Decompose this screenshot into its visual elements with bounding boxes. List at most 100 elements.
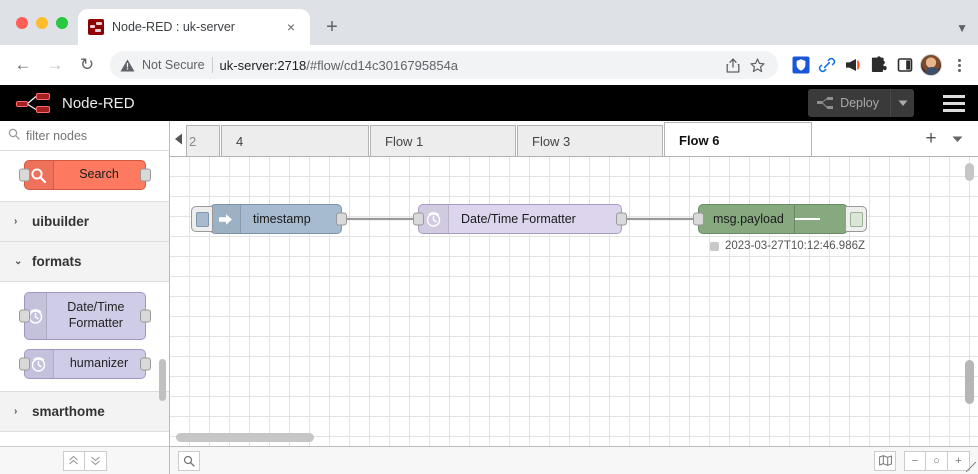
window-resize-grip[interactable] <box>966 462 976 472</box>
flow-tabs: 2 4 Flow 1 Flow 3 Flow 6 <box>186 121 908 156</box>
zoom-reset-button[interactable]: ○ <box>926 450 948 471</box>
browser-tab[interactable]: Node-RED : uk-server × <box>78 9 310 45</box>
collapse-all-icon[interactable] <box>62 450 85 471</box>
node-input-port[interactable] <box>18 168 30 182</box>
link-icon[interactable] <box>816 54 838 76</box>
zoom-in-button[interactable]: + <box>948 450 970 471</box>
node-input-port[interactable] <box>18 309 30 323</box>
security-status-label: Not Secure <box>142 58 205 72</box>
back-button[interactable]: ← <box>14 55 32 74</box>
node-status-text: 2023-03-27T10:12:46.986Z <box>725 240 866 252</box>
node-red-brand: Node-RED <box>16 92 135 114</box>
node-input-port[interactable] <box>413 212 424 226</box>
node-output-port[interactable] <box>336 212 347 226</box>
palette-scroll-area: Search › uibuilder ⌄ formats <box>0 151 169 446</box>
omnibox-divider <box>211 57 213 73</box>
close-icon[interactable]: × <box>286 19 296 35</box>
node-output-port[interactable] <box>616 212 627 226</box>
node-red-logo-icon <box>16 92 52 114</box>
flow-node-debug[interactable]: msg.payload <box>693 204 867 234</box>
window-controls[interactable] <box>12 0 78 45</box>
chevron-right-icon: › <box>14 216 18 227</box>
flow-wires <box>342 217 698 221</box>
url-host: uk-server:2718 <box>219 57 307 73</box>
megaphone-icon[interactable] <box>842 54 864 76</box>
side-panel-icon[interactable] <box>894 54 916 76</box>
flow-node-inject[interactable]: timestamp <box>191 204 347 234</box>
flow-tab-4[interactable]: 4 <box>221 125 369 156</box>
zoom-out-button[interactable]: − <box>904 450 926 471</box>
palette-filter[interactable] <box>0 121 169 151</box>
inject-trigger-button[interactable] <box>191 206 213 232</box>
debug-toggle-button[interactable] <box>845 206 867 232</box>
flow-node-datetime-formatter[interactable]: Date/Time Formatter <box>413 204 627 234</box>
palette-group-smarthome[interactable]: › smarthome <box>0 392 169 432</box>
add-flow-icon[interactable]: + <box>925 128 937 149</box>
share-icon[interactable] <box>722 54 744 76</box>
search-flows-icon[interactable] <box>178 450 200 471</box>
url-text: uk-server:2718/#flow/cd14c3016795854a <box>220 58 715 73</box>
canvas-vertical-scrollbar[interactable] <box>965 360 974 404</box>
search-icon <box>8 128 20 143</box>
maximize-window-button[interactable] <box>56 16 68 29</box>
filter-nodes-input[interactable] <box>26 128 161 143</box>
browser-toolbar: ← → ↻ Not Secure uk-server:2718/#flow/cd… <box>0 45 978 85</box>
address-bar[interactable]: Not Secure uk-server:2718/#flow/cd14c301… <box>110 51 778 79</box>
deploy-button[interactable]: Deploy <box>808 89 914 117</box>
tab-scroll-left-icon[interactable] <box>170 121 186 156</box>
browser-menu-icon[interactable] <box>948 54 970 76</box>
workspace-footer: − ○ + <box>170 446 978 474</box>
node-output-port[interactable] <box>139 357 151 371</box>
flow-tab-flow-6[interactable]: Flow 6 <box>664 122 812 156</box>
flow-list-caret-icon[interactable] <box>944 126 970 152</box>
close-window-button[interactable] <box>16 16 28 29</box>
palette-footer <box>0 446 169 474</box>
arrow-right-icon <box>211 205 241 233</box>
main-menu-icon[interactable] <box>930 85 978 121</box>
bookmark-star-icon[interactable] <box>746 54 768 76</box>
profile-avatar[interactable] <box>920 54 942 76</box>
deploy-node-icon <box>817 96 834 110</box>
palette-group-formats[interactable]: ⌄ formats <box>0 242 169 282</box>
deploy-caret-icon[interactable] <box>890 89 914 117</box>
palette-node-humanizer[interactable]: humanizer <box>18 349 151 379</box>
navigator-map-icon[interactable] <box>874 450 896 471</box>
palette-node-datetime-formatter[interactable]: Date/Time Formatter <box>18 292 151 340</box>
flow-node-label: Date/Time Formatter <box>461 212 576 226</box>
palette-node-label: Date/Time Formatter <box>67 300 125 330</box>
flow-tab-2[interactable]: 2 <box>186 125 220 156</box>
flow-node-label: timestamp <box>253 212 311 226</box>
not-secure-icon <box>120 59 135 72</box>
palette-group-uibuilder[interactable]: › uibuilder <box>0 202 169 242</box>
flow-canvas[interactable]: timestamp Date/Time Formatter msg.pay <box>170 157 978 446</box>
deploy-label: Deploy <box>840 96 879 110</box>
browser-tab-title: Node-RED : uk-server <box>112 20 235 34</box>
browser-tab-strip: Node-RED : uk-server × + ▼ <box>0 0 978 45</box>
forward-button[interactable]: → <box>46 55 64 74</box>
node-input-port[interactable] <box>693 212 704 226</box>
flow-tab-flow-1[interactable]: Flow 1 <box>370 125 516 156</box>
flow-tab-flow-3[interactable]: Flow 3 <box>517 125 663 156</box>
canvas-horizontal-scrollbar[interactable] <box>176 433 314 442</box>
node-output-port[interactable] <box>139 168 151 182</box>
palette-node-search[interactable]: Search <box>18 160 151 190</box>
reload-button[interactable]: ↻ <box>79 55 95 74</box>
palette-group-label: formats <box>32 254 82 269</box>
minimize-window-button[interactable] <box>36 16 48 29</box>
node-input-port[interactable] <box>18 357 30 371</box>
puzzle-icon[interactable] <box>868 54 890 76</box>
node-red-body: Search › uibuilder ⌄ formats <box>0 121 978 474</box>
node-output-port[interactable] <box>139 309 151 323</box>
deploy-main[interactable]: Deploy <box>808 89 890 117</box>
palette-scrollbar[interactable] <box>159 359 166 401</box>
omnibox-actions <box>722 54 768 76</box>
node-red-title: Node-RED <box>62 94 135 112</box>
chevron-down-icon: ⌄ <box>14 256 23 267</box>
chevron-down-icon[interactable]: ▼ <box>956 21 968 35</box>
node-red-app: Node-RED Deploy <box>0 85 978 474</box>
canvas-vertical-scrollbar-top[interactable] <box>965 163 974 181</box>
debug-lines-icon <box>793 205 820 233</box>
shield-icon[interactable] <box>790 54 812 76</box>
expand-all-icon[interactable] <box>84 450 107 471</box>
new-tab-button[interactable]: + <box>326 16 338 38</box>
